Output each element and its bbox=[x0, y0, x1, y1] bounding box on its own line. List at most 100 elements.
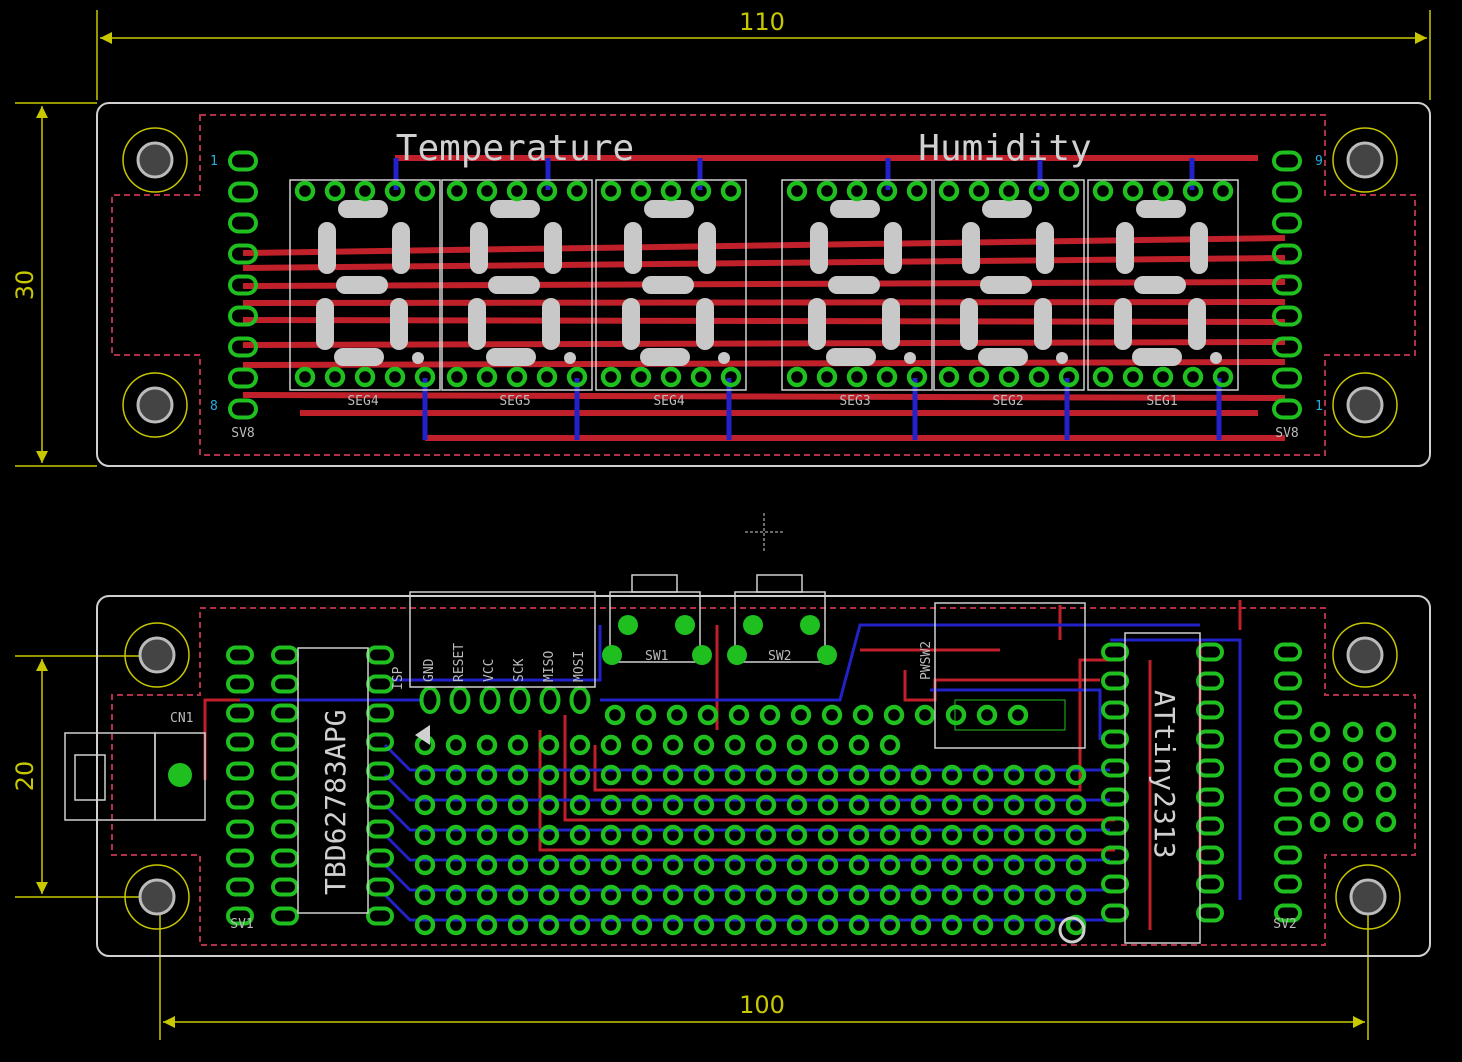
proto-pad bbox=[693, 824, 715, 846]
proto-pad bbox=[848, 794, 870, 816]
proto-pad bbox=[507, 884, 529, 906]
proto-pad bbox=[786, 884, 808, 906]
mcu-pin bbox=[1101, 816, 1129, 836]
mount-hole-tr bbox=[1332, 127, 1398, 193]
connector-pin bbox=[228, 243, 258, 265]
proto-pad bbox=[755, 734, 777, 756]
switch-label-sw2: SW2 bbox=[768, 649, 791, 664]
proto-pad bbox=[879, 764, 901, 786]
proto-pad bbox=[755, 914, 777, 936]
proto-pad bbox=[790, 704, 812, 726]
proto-pad bbox=[538, 734, 560, 756]
proto-pad bbox=[600, 854, 622, 876]
proto-pad bbox=[507, 764, 529, 786]
mcu-pin bbox=[1101, 729, 1129, 749]
pin-marker-9: 9 bbox=[1315, 154, 1323, 169]
connector-pin bbox=[1272, 367, 1302, 389]
display-pin bbox=[1028, 366, 1050, 388]
connector-pin bbox=[228, 274, 258, 296]
display-label-3: SEG4 bbox=[653, 394, 684, 409]
proto-pad bbox=[1309, 751, 1331, 773]
proto-pad bbox=[910, 794, 932, 816]
mount-hole-bl bbox=[122, 372, 188, 438]
title-humidity: Humidity bbox=[918, 128, 1091, 169]
proto-pad bbox=[972, 824, 994, 846]
proto-pad bbox=[755, 884, 777, 906]
proto-pad bbox=[786, 734, 808, 756]
display-pin bbox=[690, 366, 712, 388]
proto-pad bbox=[662, 854, 684, 876]
header-pin bbox=[1274, 758, 1302, 778]
proto-pad bbox=[414, 884, 436, 906]
proto-pad bbox=[910, 884, 932, 906]
proto-pad bbox=[1065, 794, 1087, 816]
proto-pad bbox=[600, 914, 622, 936]
isp-pin bbox=[419, 686, 441, 714]
display-label-6: SEG1 bbox=[1146, 394, 1177, 409]
proto-pad bbox=[817, 764, 839, 786]
display-pin bbox=[536, 366, 558, 388]
bottom-blue-traces bbox=[240, 623, 1242, 922]
mount-hole-bottom-br bbox=[1335, 864, 1401, 930]
proto-pad bbox=[972, 854, 994, 876]
display-pin bbox=[600, 180, 622, 202]
proto-pad bbox=[476, 764, 498, 786]
proto-pad bbox=[538, 764, 560, 786]
proto-pad bbox=[1375, 751, 1397, 773]
proto-pad bbox=[476, 884, 498, 906]
proto-pad bbox=[910, 824, 932, 846]
display-pin bbox=[660, 366, 682, 388]
proto-pad bbox=[848, 854, 870, 876]
header-pin bbox=[1274, 903, 1302, 923]
proto-pad bbox=[724, 764, 746, 786]
proto-pad bbox=[1309, 811, 1331, 833]
display-pin bbox=[1058, 366, 1080, 388]
isp-label: ISP bbox=[391, 666, 406, 690]
connector-pin bbox=[1272, 274, 1302, 296]
proto-pad bbox=[507, 734, 529, 756]
connector-pin bbox=[1272, 398, 1302, 420]
proto-pad bbox=[631, 854, 653, 876]
display-pin bbox=[1092, 366, 1114, 388]
top-red-traces bbox=[242, 155, 1286, 441]
proto-pad bbox=[693, 914, 715, 936]
proto-pad bbox=[507, 854, 529, 876]
proto-pad bbox=[445, 734, 467, 756]
proto-pad bbox=[724, 794, 746, 816]
proto-pad bbox=[724, 824, 746, 846]
display-pin bbox=[786, 180, 808, 202]
dim-top-width: 110 bbox=[739, 8, 785, 36]
display-pin bbox=[846, 366, 868, 388]
proto-pad bbox=[631, 824, 653, 846]
connector-pin bbox=[1272, 336, 1302, 358]
mcu-pin bbox=[1196, 874, 1224, 894]
proto-pad bbox=[879, 914, 901, 936]
connector-pin bbox=[1272, 305, 1302, 327]
proto-pad bbox=[445, 764, 467, 786]
display-pin bbox=[816, 180, 838, 202]
isp-pin bbox=[449, 686, 471, 714]
ic-pin bbox=[366, 703, 394, 723]
proto-pad bbox=[1065, 764, 1087, 786]
ic-pin bbox=[271, 906, 299, 926]
proto-pad bbox=[848, 824, 870, 846]
proto-pad bbox=[1003, 824, 1025, 846]
proto-pad bbox=[941, 854, 963, 876]
header-pin bbox=[1274, 874, 1302, 894]
proto-pad bbox=[817, 914, 839, 936]
display-pin bbox=[506, 366, 528, 388]
display-pin bbox=[938, 180, 960, 202]
proto-pad bbox=[941, 794, 963, 816]
proto-pad bbox=[852, 704, 874, 726]
display-pin bbox=[816, 366, 838, 388]
mcu-pin bbox=[1101, 845, 1129, 865]
display-pin bbox=[998, 180, 1020, 202]
proto-pad bbox=[1375, 721, 1397, 743]
ic-pin bbox=[366, 848, 394, 868]
mcu-label: ATtiny2313 bbox=[1148, 690, 1181, 859]
proto-pad bbox=[1003, 794, 1025, 816]
dim-hole-spacing: 100 bbox=[739, 991, 785, 1019]
bottom-board: CN1 TBD62783APG ISP GND RESET VCC SCK MI… bbox=[64, 574, 1431, 957]
proto-pad bbox=[507, 824, 529, 846]
mcu-pin bbox=[1196, 816, 1224, 836]
